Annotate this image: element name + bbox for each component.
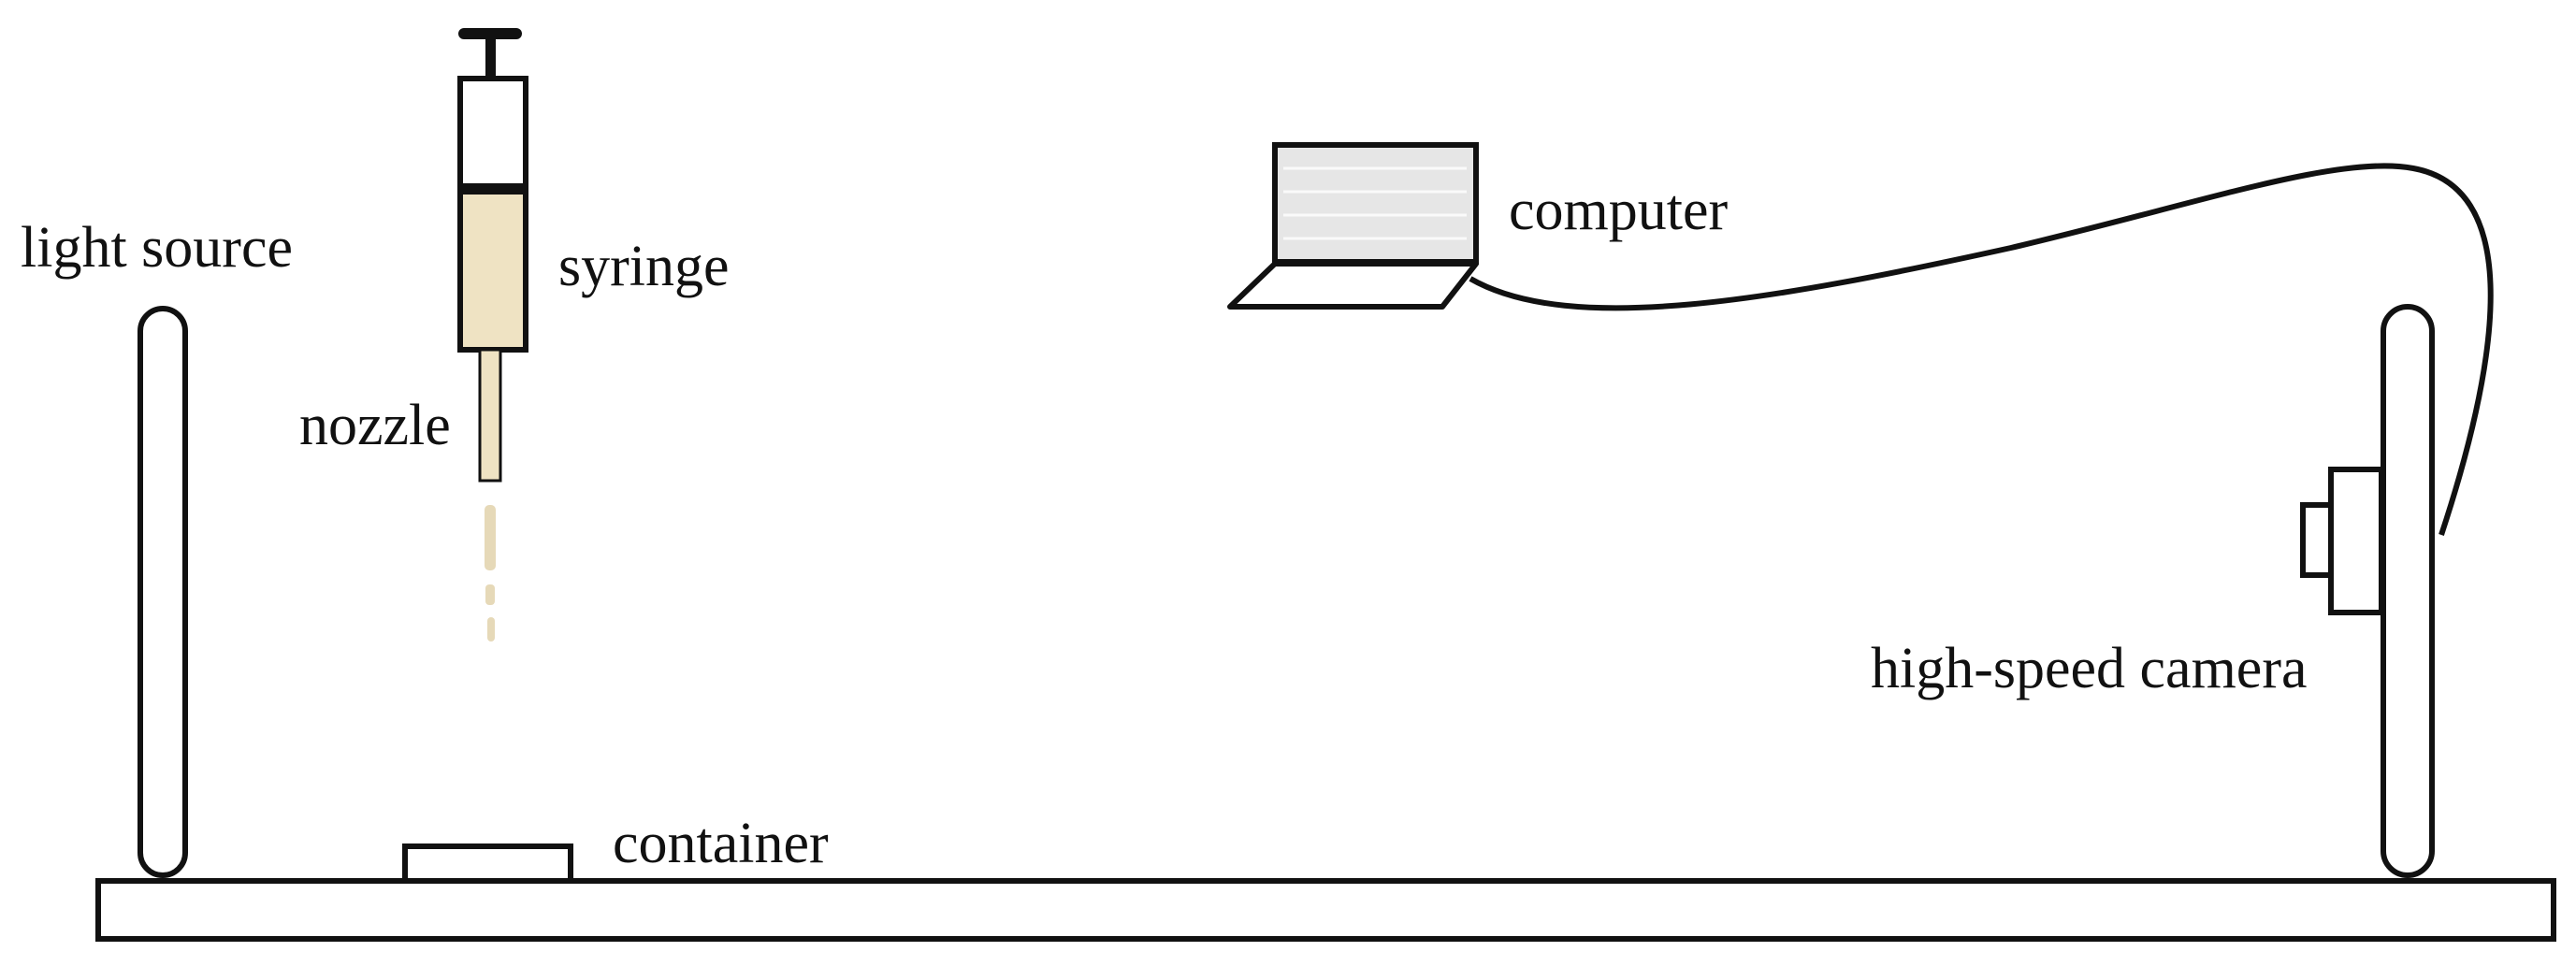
computer-label: computer bbox=[1509, 179, 1728, 242]
container-label: container bbox=[613, 812, 829, 875]
light-source-label: light source bbox=[21, 216, 293, 280]
camera-lens bbox=[2300, 502, 2334, 578]
base-platform bbox=[95, 878, 2556, 942]
container bbox=[402, 843, 573, 884]
syringe-liquid bbox=[463, 193, 523, 347]
high-speed-camera bbox=[2300, 467, 2384, 615]
high-speed-camera-label: high-speed camera bbox=[1871, 637, 2307, 700]
nozzle bbox=[478, 348, 502, 483]
camera-body bbox=[2328, 467, 2384, 615]
nozzle-label: nozzle bbox=[299, 394, 451, 457]
computer-screen bbox=[1272, 142, 1479, 265]
syringe-label: syringe bbox=[558, 235, 730, 298]
jet-droplet bbox=[485, 505, 496, 570]
light-source-panel bbox=[137, 306, 188, 878]
jet-droplet bbox=[485, 584, 495, 605]
jet-droplet bbox=[487, 617, 495, 642]
computer-keyboard-base bbox=[1227, 261, 1479, 310]
screen-texture bbox=[1283, 166, 1467, 240]
data-cable bbox=[1469, 163, 2494, 536]
syringe-plunger-seal bbox=[460, 183, 526, 195]
liquid-jet bbox=[485, 505, 496, 642]
syringe bbox=[457, 28, 528, 642]
computer bbox=[1227, 142, 1479, 310]
camera-stand bbox=[2381, 304, 2435, 878]
